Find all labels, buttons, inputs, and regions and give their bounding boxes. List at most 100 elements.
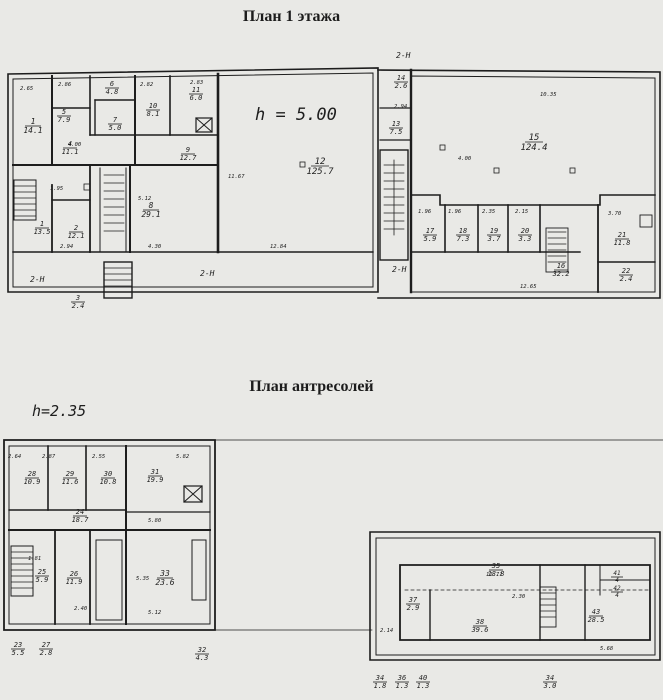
- room-number: 28: [28, 470, 36, 478]
- room-area: 2.6: [395, 82, 408, 90]
- dimension-label: 2.94: [60, 244, 73, 250]
- room-number: 1: [31, 117, 36, 126]
- room-number: 27: [42, 641, 51, 649]
- room-number: 19: [490, 227, 498, 235]
- floor1-right-block: [377, 68, 661, 299]
- room-number: 36: [397, 674, 406, 682]
- room-area: 12.7: [180, 154, 198, 162]
- dimension-label: 5.82: [176, 454, 190, 460]
- room-number: 25: [38, 568, 46, 576]
- room-area: 2.8: [40, 649, 53, 657]
- room-area: 4: [615, 577, 619, 584]
- room-number: 3: [75, 294, 80, 302]
- mezzanine-plan-title: План антресолей: [249, 378, 374, 395]
- mezzanine-room-labels: 2810.92911.63010.83119.92418.7255.92611.…: [11, 468, 623, 690]
- room-area: 19.9: [147, 476, 164, 484]
- room-number: 35: [491, 562, 500, 570]
- room-number: 20: [521, 227, 529, 235]
- axis-mark: 2-Н: [392, 265, 407, 274]
- dimension-label: 11.67: [228, 174, 245, 180]
- dimension-label: 2.64: [8, 454, 21, 460]
- dimension-label: 1.81: [28, 556, 41, 562]
- dimension-label: 2.40: [74, 606, 88, 612]
- room-area: 2.9: [407, 604, 420, 612]
- room-number: 9: [186, 146, 190, 154]
- dimension-label: 11.71: [486, 572, 503, 578]
- room-number: 11: [192, 86, 200, 94]
- room-number: 18: [459, 227, 467, 235]
- room-area: 4.3: [196, 654, 209, 662]
- dimension-label: 2.82: [140, 82, 154, 88]
- room-area: 7.5: [390, 128, 403, 136]
- room-area: 124.4: [520, 143, 547, 153]
- dimension-label: 12.84: [270, 244, 287, 250]
- room-number: 29: [66, 470, 74, 478]
- room-area: 3.0: [543, 682, 557, 690]
- dimension-label: 10.35: [540, 92, 557, 98]
- room-area: 39.6: [471, 626, 489, 634]
- dimension-label: 2.86: [58, 82, 72, 88]
- floor1-plan-title: План 1 этажа: [242, 8, 341, 25]
- dimension-label: 5.12: [148, 610, 162, 616]
- room-number: 4: [68, 140, 72, 148]
- room-number: 13: [392, 120, 400, 128]
- room-number: 5: [62, 108, 66, 116]
- room-area: 14.1: [23, 126, 42, 135]
- dimension-label: 4.00: [458, 156, 472, 162]
- room-number: 22: [622, 267, 630, 275]
- room-number: 16: [557, 262, 565, 270]
- room-number: 7: [113, 116, 118, 124]
- axis-mark: 2-Н: [396, 51, 411, 60]
- room-area: 11.8: [614, 239, 631, 247]
- room-number: 31: [150, 468, 159, 476]
- room-area: 3.7: [487, 235, 501, 243]
- room-number: 26: [70, 570, 78, 578]
- room-area: 10.8: [100, 478, 117, 486]
- dimension-label: 1.96: [418, 209, 432, 215]
- room-number: 14: [397, 74, 405, 82]
- room-area: 7.9: [58, 116, 71, 124]
- room-number: 32: [197, 646, 206, 654]
- room-number: 15: [529, 133, 540, 143]
- dimension-label: 5.35: [136, 576, 149, 582]
- room-number: 2: [74, 224, 78, 232]
- room-area: 23.6: [155, 578, 174, 587]
- mezzanine-height-label: h=2.35: [32, 402, 86, 420]
- room-area: 5.5: [12, 649, 25, 657]
- room-area: 12.1: [68, 232, 85, 240]
- room-area: 11.6: [62, 478, 79, 486]
- room-area: 4: [615, 592, 619, 599]
- axis-mark: 2-Н: [30, 275, 45, 284]
- room-area: 4.8: [106, 88, 119, 96]
- dimension-label: 2.94: [394, 104, 407, 110]
- room-number: 8: [149, 201, 154, 210]
- dimension-label: 5.68: [600, 646, 614, 652]
- dimension-label: 3.70: [607, 211, 622, 217]
- room-number: 23: [14, 641, 22, 649]
- room-number: 34: [375, 674, 384, 682]
- room-number: 40: [419, 674, 427, 682]
- dimension-label: 2.65: [20, 86, 33, 92]
- dimension-label: 2.55: [92, 454, 105, 460]
- room-area: 1.3: [417, 682, 430, 690]
- room-area: 2.4: [620, 275, 633, 283]
- room-area: 1.3: [396, 682, 409, 690]
- room-area: 5.0: [109, 124, 122, 132]
- dimension-label: 2.15: [515, 209, 528, 215]
- room-area: 28.5: [588, 616, 605, 624]
- room-number: 12: [315, 157, 326, 167]
- room-number: 10: [149, 102, 157, 110]
- room-area: 6.0: [190, 94, 203, 102]
- hall-height-label: h = 5.00: [255, 105, 337, 125]
- room-number: 24: [76, 508, 84, 516]
- room-area: 29.1: [141, 210, 160, 219]
- room-number: 42: [613, 585, 621, 592]
- dimension-label: 2.14: [380, 628, 393, 634]
- room-area: 8.1: [147, 110, 160, 118]
- room-number: 41: [613, 570, 620, 577]
- dimension-label: 1.95: [50, 186, 63, 192]
- dimension-label: 4.30: [148, 244, 162, 250]
- dimension-label: 5.80: [148, 518, 162, 524]
